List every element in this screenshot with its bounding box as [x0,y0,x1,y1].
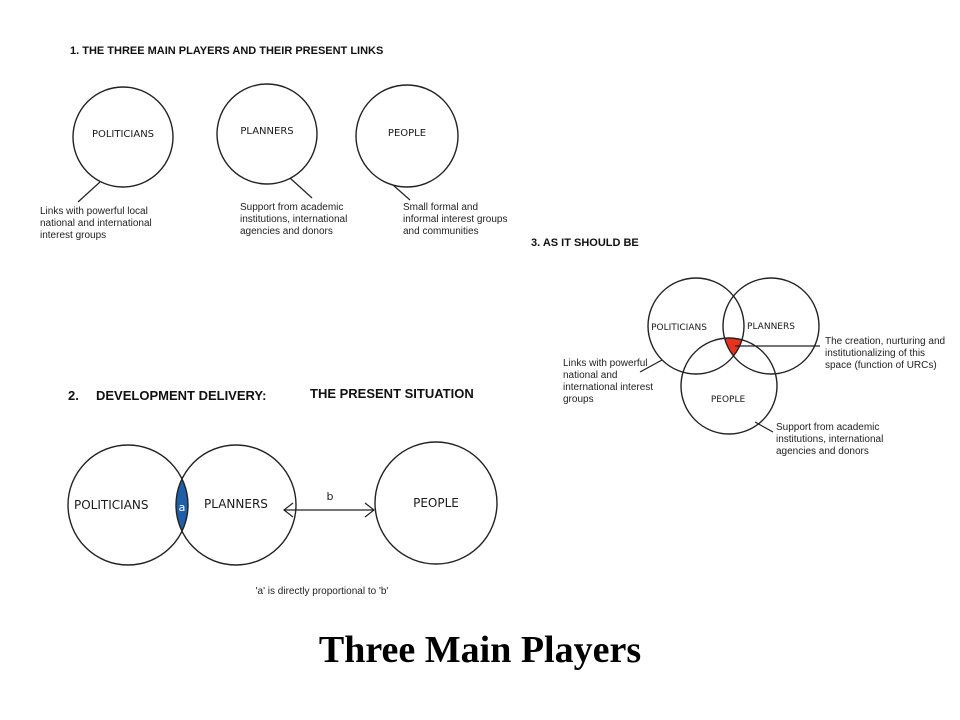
overlap-a-label: a [179,501,186,514]
planners-label-2: PLANNERS [204,497,268,511]
svg-text:and communities: and communities [403,226,479,237]
svg-text:interest groups: interest groups [40,230,106,241]
svg-text:institutions, international: institutions, international [776,434,883,445]
politicians-label-2: POLITICIANS [74,498,149,512]
people-circle-1 [355,84,459,188]
politicians-label-1: POLITICIANS [92,129,154,140]
politicians-label-3: POLITICIANS [651,323,707,333]
politicians-circle-2 [67,444,189,566]
svg-text:Support from academic: Support from academic [240,202,343,213]
center-note: The creation, nurturing and institutiona… [825,336,945,371]
svg-text:DEVELOPMENT DELIVERY:: DEVELOPMENT DELIVERY: [96,388,266,403]
svg-text:institutionalizing of this: institutionalizing of this [825,348,925,359]
svg-text:national and international: national and international [40,218,152,229]
politicians-leader-3 [639,359,663,373]
politicians-note-1: Links with powerful local national and i… [40,206,152,241]
people-circle-3 [680,337,778,435]
svg-text:agencies and donors: agencies and donors [776,446,869,457]
people-leader-1 [392,184,411,201]
svg-text:space (function of URCs): space (function of URCs) [825,360,937,371]
diagram-canvas: 1. THE THREE MAIN PLAYERS AND THEIR PRES… [40,45,945,597]
people-note-3: Support from academic institutions, inte… [776,422,883,457]
politicians-leader-1 [77,181,101,203]
svg-text:groups: groups [563,394,594,405]
people-note-1: Small formal and informal interest group… [403,202,508,237]
planners-note-1: Support from academic institutions, inte… [240,202,347,237]
people-circle-2 [374,441,498,565]
planners-leader-1 [289,177,313,199]
slide-title: Three Main Players [318,629,642,671]
proportion-caption: 'a' is directly proportional to 'b' [256,586,389,597]
people-label-2: PEOPLE [413,496,459,510]
svg-text:Support from academic: Support from academic [776,422,879,433]
planners-label-1: PLANNERS [240,126,293,137]
svg-text:informal interest groups: informal interest groups [403,214,508,225]
people-label-3: PEOPLE [711,395,746,405]
svg-text:Links with powerful local: Links with powerful local [40,206,148,217]
section2-heading: 2. DEVELOPMENT DELIVERY: THE PRESENT SIT… [68,386,474,403]
svg-text:The creation, nurturing and: The creation, nurturing and [825,336,945,347]
svg-text:agencies and donors: agencies and donors [240,226,333,237]
section1-heading: 1. THE THREE MAIN PLAYERS AND THEIR PRES… [70,45,383,57]
politicians-note-3: Links with powerful national and interna… [563,358,653,405]
svg-text:institutions, international: institutions, international [240,214,347,225]
planners-circle-1 [216,83,318,185]
svg-text:Links with powerful: Links with powerful [563,358,647,369]
planners-circle-3 [722,277,820,375]
planners-circle-2 [175,444,297,566]
planners-label-3: PLANNERS [747,322,795,332]
section3-heading: 3. AS IT SHOULD BE [531,237,639,249]
svg-text:national and: national and [563,370,618,381]
svg-text:2.: 2. [68,388,79,403]
politicians-circle-3 [647,277,745,375]
people-leader-3 [754,421,774,433]
svg-text:international interest: international interest [563,382,653,393]
svg-text:THE PRESENT SITUATION: THE PRESENT SITUATION [310,386,474,401]
b-double-arrow [283,502,375,518]
arrow-b-label: b [327,490,334,503]
politicians-circle-1 [72,86,174,188]
people-label-1: PEOPLE [388,128,426,139]
svg-text:Small formal and: Small formal and [403,202,478,213]
